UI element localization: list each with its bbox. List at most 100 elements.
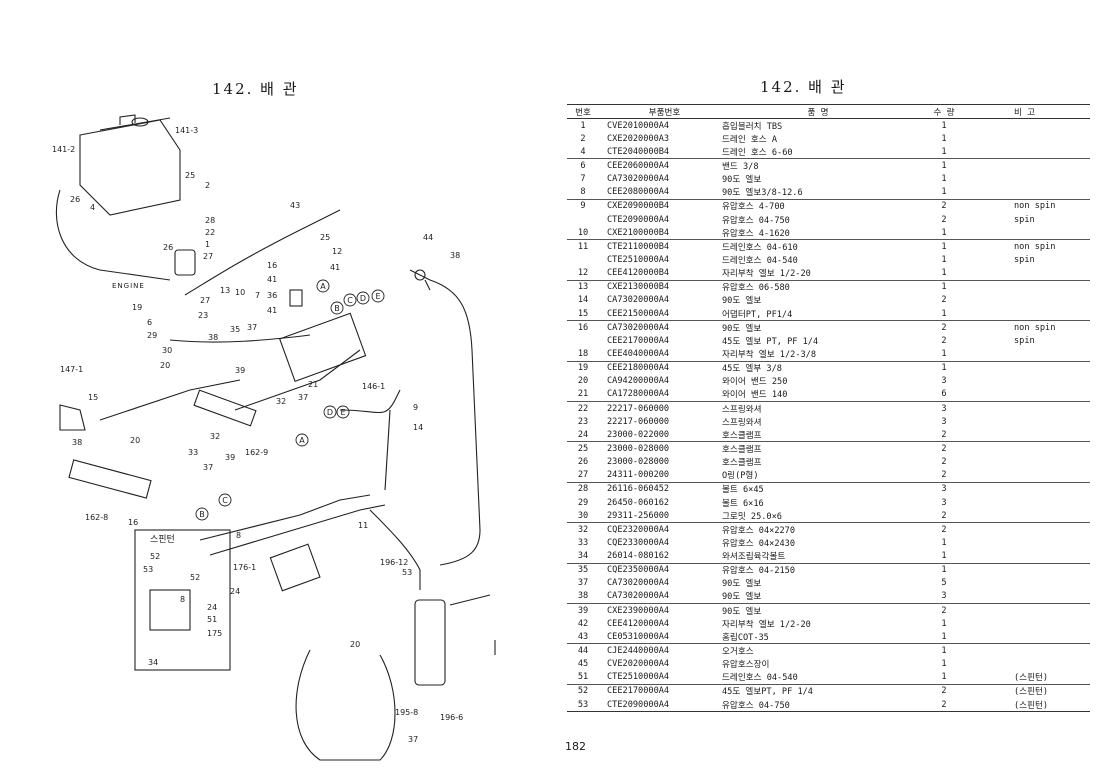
part-name: 밴드 3/8 xyxy=(722,158,914,173)
part-qty: 2 xyxy=(941,470,947,481)
part-name: 90도 엘보 xyxy=(722,592,762,603)
part-number: 43 xyxy=(577,631,589,642)
part-remark xyxy=(974,643,1090,658)
part-number: 23 xyxy=(577,416,589,427)
part-qty: 2 xyxy=(914,698,974,713)
part-name: 볼트 6×16 xyxy=(722,498,764,509)
part-remark xyxy=(974,441,1090,456)
auger-tube xyxy=(295,649,396,761)
part-name: 스프링와셔 xyxy=(722,417,762,428)
callout: 41 xyxy=(267,275,277,284)
part-code: CEE2170000A4 xyxy=(607,335,670,346)
part-name: 유압호스 4-700 xyxy=(722,198,914,213)
part-qty: 2 xyxy=(914,441,974,456)
callout: 24 xyxy=(207,603,217,612)
part-code: CA73020000A4 xyxy=(607,295,670,306)
callout: 37 xyxy=(298,393,308,402)
part-qty: 1 xyxy=(941,254,947,265)
part-code: CVE2010000A4 xyxy=(607,120,670,131)
part-qty: 1 xyxy=(914,158,974,173)
part-qty: 1 xyxy=(941,618,947,629)
part-code: CEE4120000B4 xyxy=(607,268,670,279)
header-name: 품 명 xyxy=(722,104,914,119)
part-code: CTE2040000B4 xyxy=(607,146,670,157)
part-remark xyxy=(974,496,1090,509)
callout: 25 xyxy=(320,233,330,242)
part-remark xyxy=(974,347,1090,361)
callout: 146-1 xyxy=(362,382,385,391)
part-remark xyxy=(974,550,1090,564)
part-name: 45도 엘부 3/8 xyxy=(722,360,914,375)
part-code: CJE2440000A4 xyxy=(599,643,722,658)
part-remark xyxy=(974,509,1090,523)
part-name: 90도 엘보 xyxy=(722,175,762,186)
callout: 26 xyxy=(70,195,80,204)
callout: 23 xyxy=(198,311,208,320)
part-remark xyxy=(974,307,1090,321)
part-name: 드레인호스 04-540 xyxy=(722,673,798,684)
callout: 20 xyxy=(350,640,360,649)
header-code: 부품번호 xyxy=(599,104,722,119)
part-qty: 3 xyxy=(941,416,947,427)
part-remark xyxy=(974,360,1090,375)
callout: 39 xyxy=(225,453,235,462)
part-name: 오거호스 xyxy=(722,643,914,658)
part-name: 스프링와셔 xyxy=(722,400,914,416)
part-code: CA73020000A4 xyxy=(599,320,722,335)
fuel-tank xyxy=(79,119,181,216)
circle-letter: A xyxy=(320,282,326,291)
page-number: 182 xyxy=(565,740,586,753)
part-qty: 1 xyxy=(941,631,947,642)
callout: 195-8 xyxy=(395,708,418,717)
part-name: 호스클램프 xyxy=(722,458,762,469)
part-remark xyxy=(974,186,1090,200)
part-code: CQE2350000A4 xyxy=(599,562,722,577)
part-name: 흡입블러치 TBS xyxy=(722,121,783,132)
part-qty: 2 xyxy=(941,510,947,521)
callout: 15 xyxy=(88,393,98,402)
part-remark: spin xyxy=(1014,214,1035,225)
part-remark xyxy=(974,469,1090,483)
callout: 53 xyxy=(402,568,412,577)
part-qty: 3 xyxy=(914,400,974,416)
part-remark: spin xyxy=(1014,254,1035,265)
part-name: 볼트 6×45 xyxy=(722,481,914,496)
part-number: 42 xyxy=(577,618,589,629)
part-qty: 1 xyxy=(914,279,974,294)
part-name: 홈립COT-35 xyxy=(722,632,769,643)
callout: 38 xyxy=(450,251,460,260)
callout: 37 xyxy=(247,323,257,332)
table-header-row: 번호 부품번호 품 명 수 량 비 고 xyxy=(567,104,1090,119)
auger-cylinder xyxy=(414,599,446,686)
part-number: 39 xyxy=(567,603,599,618)
part-number: 35 xyxy=(567,562,599,577)
callout: 39 xyxy=(235,366,245,375)
callout: 175 xyxy=(207,629,222,638)
part-qty: 1 xyxy=(941,227,947,238)
part-name: 45도 엘보PT, PF 1/4 xyxy=(722,683,914,699)
part-number: 10 xyxy=(577,227,589,238)
part-name: 드레인호스 04-610 xyxy=(722,239,914,254)
part-number: 1 xyxy=(580,120,586,131)
callout: 32 xyxy=(210,432,220,441)
part-remark: spin xyxy=(1014,335,1035,346)
table-row: 43 CE05310000A4 홈립COT-35 1 xyxy=(567,630,1090,644)
part-code: CE05310000A4 xyxy=(607,631,670,642)
callout: 41 xyxy=(330,263,340,272)
part-name: 유압호스 06-580 xyxy=(722,279,914,294)
part-remark xyxy=(974,603,1090,618)
callout: 33 xyxy=(188,448,198,457)
part-number xyxy=(567,334,599,347)
part-remark xyxy=(974,279,1090,294)
part-qty: 2 xyxy=(914,603,974,618)
part-qty: 1 xyxy=(941,268,947,279)
